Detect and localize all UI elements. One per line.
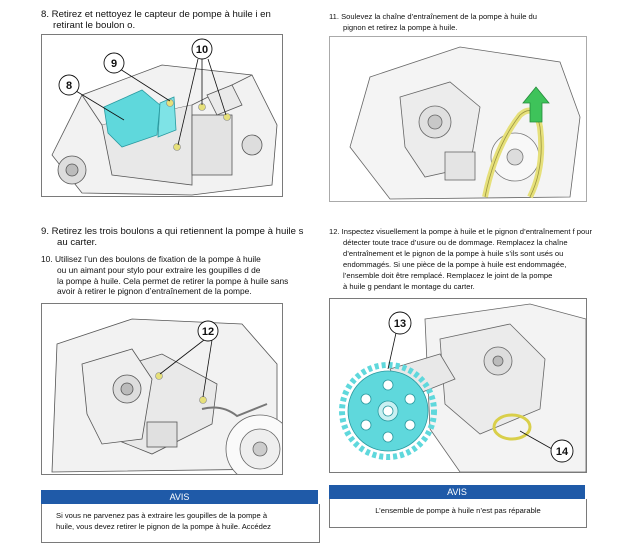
step-12-line3: d’entraînement et le pignon de la pompe … — [343, 249, 564, 258]
step-12-line2: détecter toute trace d’usure ou de domma… — [343, 238, 568, 247]
figure-pump-inspection: 13 14 — [329, 298, 587, 473]
callout-9-circle — [103, 52, 125, 74]
avis-body-right: L’ensemble de pompe à huile n’est pas ré… — [329, 499, 587, 528]
avis-header-right: AVIS — [329, 485, 585, 499]
step-12-line6: à huile g pendant le montage du carter. — [343, 282, 475, 291]
step-10-line1: 10. Utilisez l’un des boulons de fixatio… — [41, 254, 261, 264]
callout-9: 9 — [111, 58, 117, 70]
pump-gear-illustration: 13 14 — [339, 303, 586, 472]
step-10-line4: avoir à retirer le pignon d’entraînement… — [57, 286, 252, 297]
avis-left-line2: huile, vous devez retirer le pignon de l… — [56, 522, 271, 531]
step-11-text: 11. Soulevez la chaîne d’entraînement de… — [329, 11, 609, 33]
avis-left-line1: Si vous ne parvenez pas à extraire les g… — [56, 511, 268, 520]
step-12-line5: l’ensemble doit être remplacé. Remplacez… — [343, 271, 553, 280]
step-8-line2: retirant le boulon o. — [53, 20, 136, 32]
avis-header-left: AVIS — [41, 490, 318, 504]
callout-13-circle — [388, 311, 412, 335]
step-10-text: 10. Utilisez l’un des boulons de fixatio… — [41, 254, 316, 297]
callout-12: 12 — [202, 326, 214, 338]
callout-12-circle — [197, 320, 219, 342]
callout-8: 8 — [66, 80, 72, 92]
engine-sensor-illustration: 8 9 10 — [51, 38, 278, 196]
oil-pump-illustration: 12 — [51, 318, 282, 474]
callout-8-circle — [58, 74, 80, 96]
step-9-line1: 9. Retirez les trois boulons a qui retie… — [41, 226, 304, 237]
avis-body-left: Si vous ne parvenez pas à extraire les g… — [41, 504, 320, 543]
callout-13: 13 — [394, 318, 406, 330]
step-12-text: 12. Inspectez visuellement la pompe à hu… — [329, 226, 614, 292]
chain-pump-illustration — [349, 46, 581, 200]
step-12-line4: endommagés. Si une pièce de la pompe à h… — [343, 260, 567, 269]
step-12-line1: 12. Inspectez visuellement la pompe à hu… — [329, 227, 592, 236]
callout-14-circle — [550, 439, 574, 463]
avis-right-line1: L’ensemble de pompe à huile n’est pas ré… — [375, 506, 541, 515]
callout-14: 14 — [556, 446, 569, 458]
step-8-line1: 8. Retirez et nettoyez le capteur de pom… — [41, 9, 271, 20]
step-9-text: 9. Retirez les trois boulons a qui retie… — [41, 226, 316, 248]
figure-lift-chain — [329, 36, 587, 202]
lift-arrow-icon — [522, 86, 550, 123]
step-8-text: 8. Retirez et nettoyez le capteur de pom… — [41, 9, 311, 31]
step-11-line1: 11. Soulevez la chaîne d’entraînement de… — [329, 12, 537, 21]
figure-oil-pump-dowels: 12 — [41, 303, 283, 475]
step-10-line3: la pompe à huile. Cela permet de retirer… — [57, 275, 289, 286]
callout-10: 10 — [196, 44, 208, 56]
step-10-line2: ou un aimant pour stylo pour extraire le… — [57, 264, 261, 275]
step-11-line2: pignon et retirez la pompe à huile. — [343, 23, 458, 32]
figure-oil-pump-sensor: 8 9 10 — [41, 34, 283, 197]
step-9-line2: au carter. — [57, 237, 97, 249]
callout-10-circle — [191, 38, 213, 60]
